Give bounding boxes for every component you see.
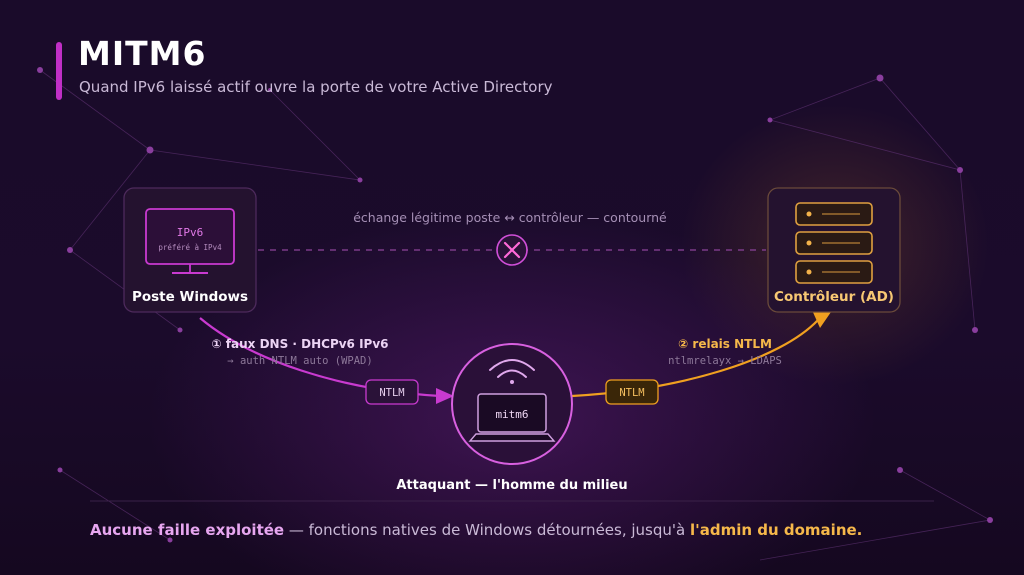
page-subtitle: Quand IPv6 laissé actif ouvre la porte d… bbox=[79, 78, 553, 96]
attaquant-label: Attaquant — l'homme du milieu bbox=[396, 478, 628, 493]
wifi-icon bbox=[489, 359, 535, 384]
step2-sublabel: ntlmrelayx → LDAPS bbox=[668, 355, 782, 367]
footer-highlight2: l'admin du domaine. bbox=[689, 521, 863, 539]
step2-ntlm-badge: NTLM bbox=[605, 379, 659, 405]
title-accent-bar bbox=[56, 42, 62, 100]
controleur-label: Contrôleur (AD) bbox=[774, 289, 894, 305]
step1-ntlm-badge: NTLM bbox=[365, 379, 419, 405]
attaquant-node: mitm6 bbox=[451, 343, 573, 465]
footer-middle: — fonctions natives de Windows détournée… bbox=[284, 521, 690, 539]
step1-sublabel: → auth NTLM auto (WPAD) bbox=[227, 355, 373, 367]
step1-label: ① faux DNS · DHCPv6 IPv6 bbox=[211, 337, 389, 351]
step1-badge-text: NTLM bbox=[379, 387, 404, 399]
poste-label: Poste Windows bbox=[131, 289, 249, 305]
step2-arrowhead bbox=[812, 310, 831, 328]
controleur-node bbox=[767, 187, 901, 313]
page-title: MITM6 bbox=[78, 34, 207, 73]
blocked-x-icon bbox=[496, 234, 528, 266]
poste-node: IPv6 préféré à IPv4 bbox=[123, 187, 257, 313]
poste-screen-line2: préféré à IPv4 bbox=[158, 243, 222, 252]
step1-arrowhead bbox=[436, 388, 454, 404]
monitor-icon bbox=[145, 208, 235, 274]
footer-highlight1: Aucune faille exploitée bbox=[90, 521, 285, 539]
background-dots bbox=[37, 67, 993, 543]
poste-screen-line1: IPv6 bbox=[177, 226, 204, 239]
attaquant-screen-text: mitm6 bbox=[495, 408, 528, 421]
laptop-icon bbox=[468, 393, 556, 442]
server-rack-icon bbox=[795, 202, 873, 284]
footer-text: Aucune faille exploitée — fonctions nati… bbox=[90, 521, 862, 539]
step2-badge-text: NTLM bbox=[619, 387, 644, 399]
legit-link-label: échange légitime poste ↔ contrôleur — co… bbox=[353, 210, 667, 225]
step2-label: ② relais NTLM bbox=[678, 337, 772, 351]
